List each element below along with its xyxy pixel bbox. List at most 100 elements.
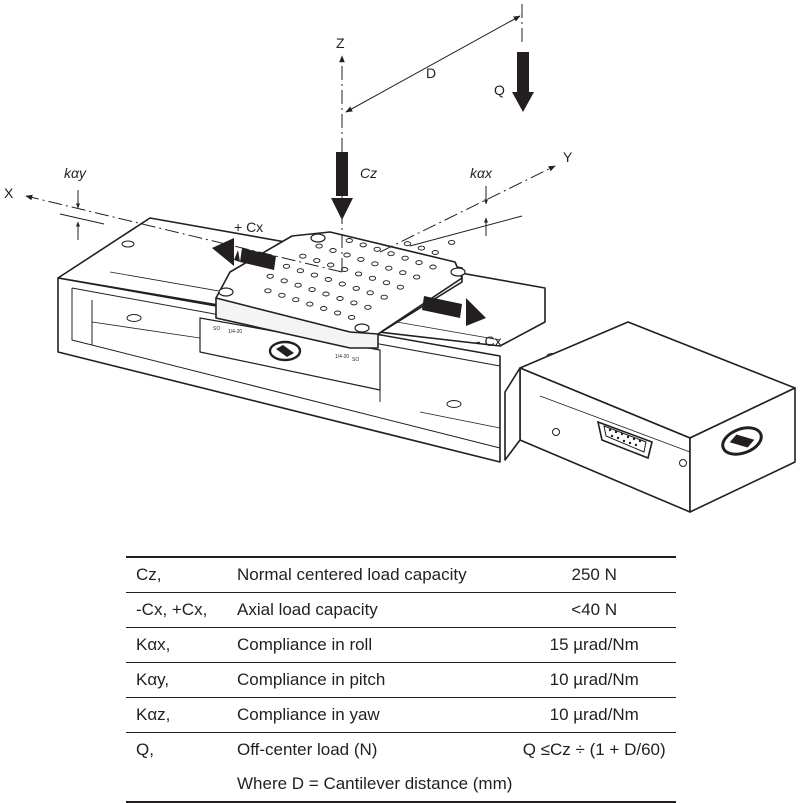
plate-hole <box>315 243 323 249</box>
plate-hole <box>352 285 360 291</box>
svg-text:1/4-20: 1/4-20 <box>335 354 349 360</box>
plate-hole <box>364 304 372 310</box>
plate-hole <box>380 294 388 300</box>
svg-text:SO: SO <box>213 326 220 332</box>
k-alpha-y-label: kαy <box>64 165 87 181</box>
plate-hole <box>399 270 407 276</box>
plate-hole <box>280 278 288 284</box>
symbol-cell: Kαz, <box>126 697 237 733</box>
plate-hole <box>447 239 456 245</box>
table-row: Cz, Normal centered load capacity 250 N <box>126 556 676 593</box>
plate-hole <box>313 258 321 264</box>
description-cell: Axial load capacity <box>237 592 513 628</box>
load-specification-table: Cz, Normal centered load capacity 250 N … <box>126 556 676 803</box>
plate-hole <box>387 251 395 257</box>
plate-hole <box>415 260 423 266</box>
value-cell: 10 µrad/Nm <box>512 697 676 733</box>
plate-hole <box>431 250 439 255</box>
plate-hole <box>371 261 379 267</box>
value-cell: 250 N <box>512 556 676 593</box>
plate-hole <box>324 277 333 282</box>
db-connector-icon <box>552 420 687 467</box>
description-cell: Compliance in yaw <box>237 697 513 733</box>
plate-hole <box>336 296 344 301</box>
plate-holes <box>264 238 456 320</box>
symbol-cell: Kαy, <box>126 662 237 698</box>
motor-housing <box>504 321 796 513</box>
cz-load-label: Cz <box>360 165 377 181</box>
description-cell: Compliance in pitch <box>237 662 513 698</box>
table-row: Kαz, Compliance in yaw 10 µrad/Nm <box>126 697 676 733</box>
y-axis-label: Y <box>563 149 573 165</box>
newport-logo-icon <box>268 340 302 362</box>
minus-cx-arrow-icon <box>422 296 486 326</box>
plate-hole <box>366 290 374 296</box>
value-cell: 10 µrad/Nm <box>512 662 676 698</box>
plate-hole <box>343 252 351 258</box>
plate-hole <box>264 288 272 294</box>
svg-text:SO: SO <box>352 357 359 363</box>
plate-hole <box>340 267 349 272</box>
cz-load-arrow-icon <box>331 152 353 220</box>
plate-hole <box>382 280 391 286</box>
value-cell: 15 µrad/Nm <box>512 627 676 663</box>
plate-hole <box>333 310 342 316</box>
plate-hole <box>282 263 291 269</box>
plate-hole <box>354 271 363 277</box>
plate-hole <box>396 284 405 290</box>
value-cell: Q ≤Cz ÷ (1 + D/60) <box>522 740 666 759</box>
value-cell <box>512 767 676 803</box>
plate-hole <box>417 245 426 251</box>
table-row: Where D = Cantilever distance (mm) <box>126 767 676 803</box>
plate-hole <box>345 238 353 243</box>
endcap-logo-icon <box>721 426 763 456</box>
q-load-label: Q <box>494 82 505 98</box>
table-row: Kαx, Compliance in roll 15 µrad/Nm <box>126 627 676 663</box>
plate-hole <box>320 306 328 311</box>
plate-hole <box>310 272 319 278</box>
plate-hole <box>429 264 437 270</box>
plate-hole <box>292 297 300 303</box>
z-axis-label: Z <box>336 35 345 51</box>
symbol-cell: Q, <box>136 740 154 759</box>
axes <box>25 4 556 273</box>
x-axis-label: X <box>4 185 14 201</box>
plate-hole <box>413 274 421 280</box>
plate-hole <box>327 262 335 268</box>
plus-cx-label: + Cx <box>234 219 263 235</box>
plate-hole <box>350 300 358 306</box>
plate-hole <box>296 268 305 274</box>
symbol-cell: Cz, <box>126 556 237 593</box>
plate-hole <box>338 281 346 287</box>
symbol-cell <box>126 767 237 803</box>
table-row: -Cx, +Cx, Axial load capacity <40 N <box>126 592 676 628</box>
plate-hole <box>359 242 367 248</box>
plus-cx-arrow-icon <box>212 238 276 270</box>
table-row: Q, Off-center load (N) Q ≤Cz ÷ (1 + D/60… <box>126 733 676 768</box>
table-row: Kαy, Compliance in pitch 10 µrad/Nm <box>126 662 676 698</box>
plate-hole <box>329 248 337 253</box>
plate-hole <box>368 275 377 281</box>
svg-text:1/4-20: 1/4-20 <box>228 329 242 335</box>
description-cell: Where D = Cantilever distance (mm) <box>237 767 513 803</box>
plate-hole <box>299 253 307 259</box>
plate-hole <box>306 301 314 307</box>
plate-hole <box>278 292 286 298</box>
plate-hole <box>308 287 316 293</box>
description-cell: Compliance in roll <box>237 627 513 663</box>
plate-hole <box>401 255 409 261</box>
plate-hole <box>373 246 381 252</box>
minus-cx-label: - Cx <box>476 333 502 349</box>
plate-hole <box>403 241 412 247</box>
description-cell: Normal centered load capacity <box>237 556 513 593</box>
d-dimension-label: D <box>426 65 436 81</box>
plate-hole <box>385 265 393 271</box>
symbol-cell: Kαx, <box>126 627 237 663</box>
plate-hole <box>266 273 274 279</box>
q-load-arrow-icon <box>512 52 534 112</box>
description-cell: Off-center load (N) <box>237 740 378 759</box>
plate-hole <box>322 291 330 297</box>
plate-hole <box>294 282 302 288</box>
symbol-cell: -Cx, +Cx, <box>126 592 237 628</box>
k-alpha-y-indicator <box>59 190 105 240</box>
